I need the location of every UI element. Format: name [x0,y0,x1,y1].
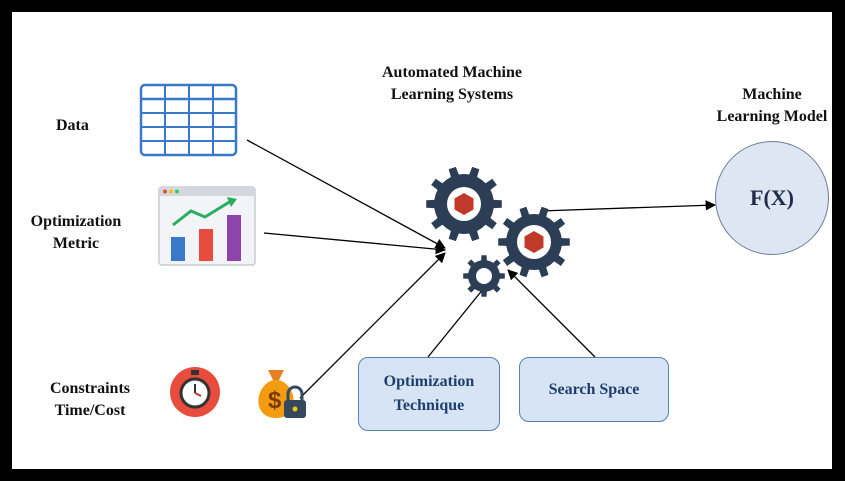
automl-title-line2: Learning Systems [390,86,514,103]
connector-layer [246,139,717,399]
medium-gear [498,206,570,278]
bar-chart-icon [158,186,256,266]
money-bag-lock-icon: $ [258,370,306,418]
data-label: Data [56,117,89,134]
automl-title: Automated Machine Learning Systems [362,62,542,106]
constraints-label-line1: Constraints [49,380,130,397]
arrow-data-to-automl [246,139,446,249]
large-gear [426,166,502,242]
search-space-box: Search Space [519,357,669,422]
small-gear [463,255,505,297]
arrow-constraints-to-automl [299,252,446,399]
optimization-metric-label-line1: Optimization [30,213,122,230]
diagram-canvas: Data Optimization Metric Constraints Tim… [12,12,832,469]
optimization-metric-label-line2: Metric [52,235,100,252]
arrow-metric-to-automl [263,232,447,255]
ml-model-title: Machine Learning Model [692,84,832,128]
ml-model-title-line2: Learning Model [716,108,828,125]
svg-text:$: $ [268,387,282,414]
model-formula: F(X) [750,185,794,210]
ml-model-title-line1: Machine [742,86,802,103]
search-space-label: Search Space [548,380,640,398]
constraints-label: Constraints Time/Cost [38,378,142,422]
constraints-label-line2: Time/Cost [54,402,126,419]
optimization-technique-line2: Technique [393,397,465,414]
arrow-search-to-automl [507,269,596,358]
optimization-technique-box: Optimization Technique [358,357,500,431]
optimization-metric-label: Optimization Metric [20,211,132,255]
table-icon [139,83,238,157]
automl-title-line1: Automated Machine [382,64,522,81]
gears-icon [426,166,570,297]
ml-model-circle: F(X) [715,141,829,255]
arrow-automl-to-model [539,200,717,212]
optimization-technique-line1: Optimization [383,373,475,390]
stopwatch-icon [170,367,220,417]
